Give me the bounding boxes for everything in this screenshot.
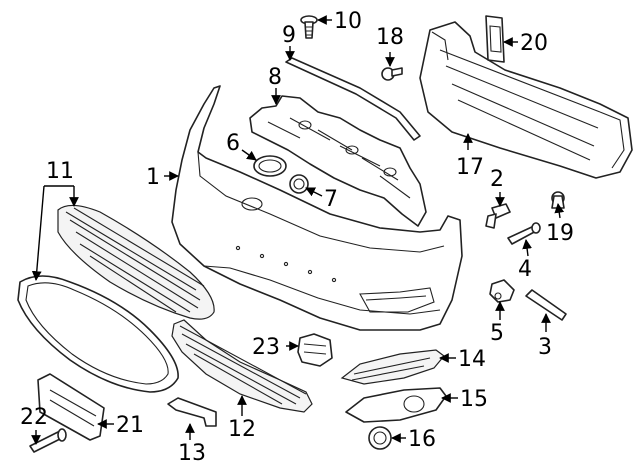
callout-5: 5 bbox=[490, 321, 504, 346]
leader-7 bbox=[305, 187, 323, 197]
callout-12: 12 bbox=[228, 417, 256, 442]
grille-frame-part-11a bbox=[17, 275, 179, 393]
grommet-part-7 bbox=[289, 174, 309, 194]
lower-grille-part-12 bbox=[171, 319, 313, 413]
upper-grille-part-11b bbox=[57, 204, 215, 320]
callout-19: 19 bbox=[546, 221, 574, 246]
callout-10: 10 bbox=[334, 9, 362, 34]
callout-labels: 1 2 3 4 5 6 7 8 9 10 11 12 13 14 15 16 1… bbox=[20, 9, 574, 466]
callout-4: 4 bbox=[518, 257, 532, 282]
callout-1: 1 bbox=[146, 165, 160, 190]
screw-part-22 bbox=[29, 428, 67, 453]
strip-part-3 bbox=[525, 289, 567, 321]
leader-lines bbox=[31, 15, 565, 445]
callout-21: 21 bbox=[116, 413, 144, 438]
callout-20: 20 bbox=[520, 31, 548, 56]
seal-strip-part-9 bbox=[285, 57, 421, 141]
bracket-part-13 bbox=[167, 397, 217, 427]
callout-15: 15 bbox=[460, 387, 488, 412]
callout-8: 8 bbox=[268, 65, 282, 90]
callout-22: 22 bbox=[20, 405, 48, 430]
callout-7: 7 bbox=[324, 187, 338, 212]
callout-6: 6 bbox=[226, 131, 240, 156]
clip-part-5 bbox=[489, 279, 515, 303]
ring-part-16 bbox=[368, 426, 392, 450]
absorber-part-17 bbox=[419, 21, 633, 179]
callout-18: 18 bbox=[376, 25, 404, 50]
fog-lamp-bezel-part-15 bbox=[345, 387, 447, 423]
callout-23: 23 bbox=[252, 335, 280, 360]
callout-2: 2 bbox=[490, 167, 504, 192]
license-bracket-part-21 bbox=[37, 373, 105, 441]
bracket-part-20 bbox=[485, 15, 505, 63]
screw-part-10 bbox=[300, 15, 318, 39]
push-pin-part-2 bbox=[485, 203, 511, 229]
callout-14: 14 bbox=[458, 347, 486, 372]
clip-part-4 bbox=[507, 222, 541, 245]
callout-17: 17 bbox=[456, 155, 484, 180]
callout-13: 13 bbox=[178, 441, 206, 466]
support-part-8 bbox=[249, 95, 427, 227]
leader-4 bbox=[522, 239, 532, 257]
emblem-part-6 bbox=[253, 155, 287, 177]
leader-11a bbox=[31, 185, 45, 281]
bolt-part-18 bbox=[381, 67, 403, 81]
fog-lamp-cover-part-14 bbox=[340, 349, 445, 385]
bumper-cover-part-1 bbox=[171, 85, 463, 331]
leader-6 bbox=[241, 149, 257, 161]
callout-11: 11 bbox=[46, 159, 74, 184]
callout-9: 9 bbox=[282, 23, 296, 48]
callout-3: 3 bbox=[538, 335, 552, 360]
callout-16: 16 bbox=[408, 427, 436, 452]
sensor-bracket-part-23 bbox=[297, 333, 333, 367]
leader-19 bbox=[554, 203, 565, 219]
